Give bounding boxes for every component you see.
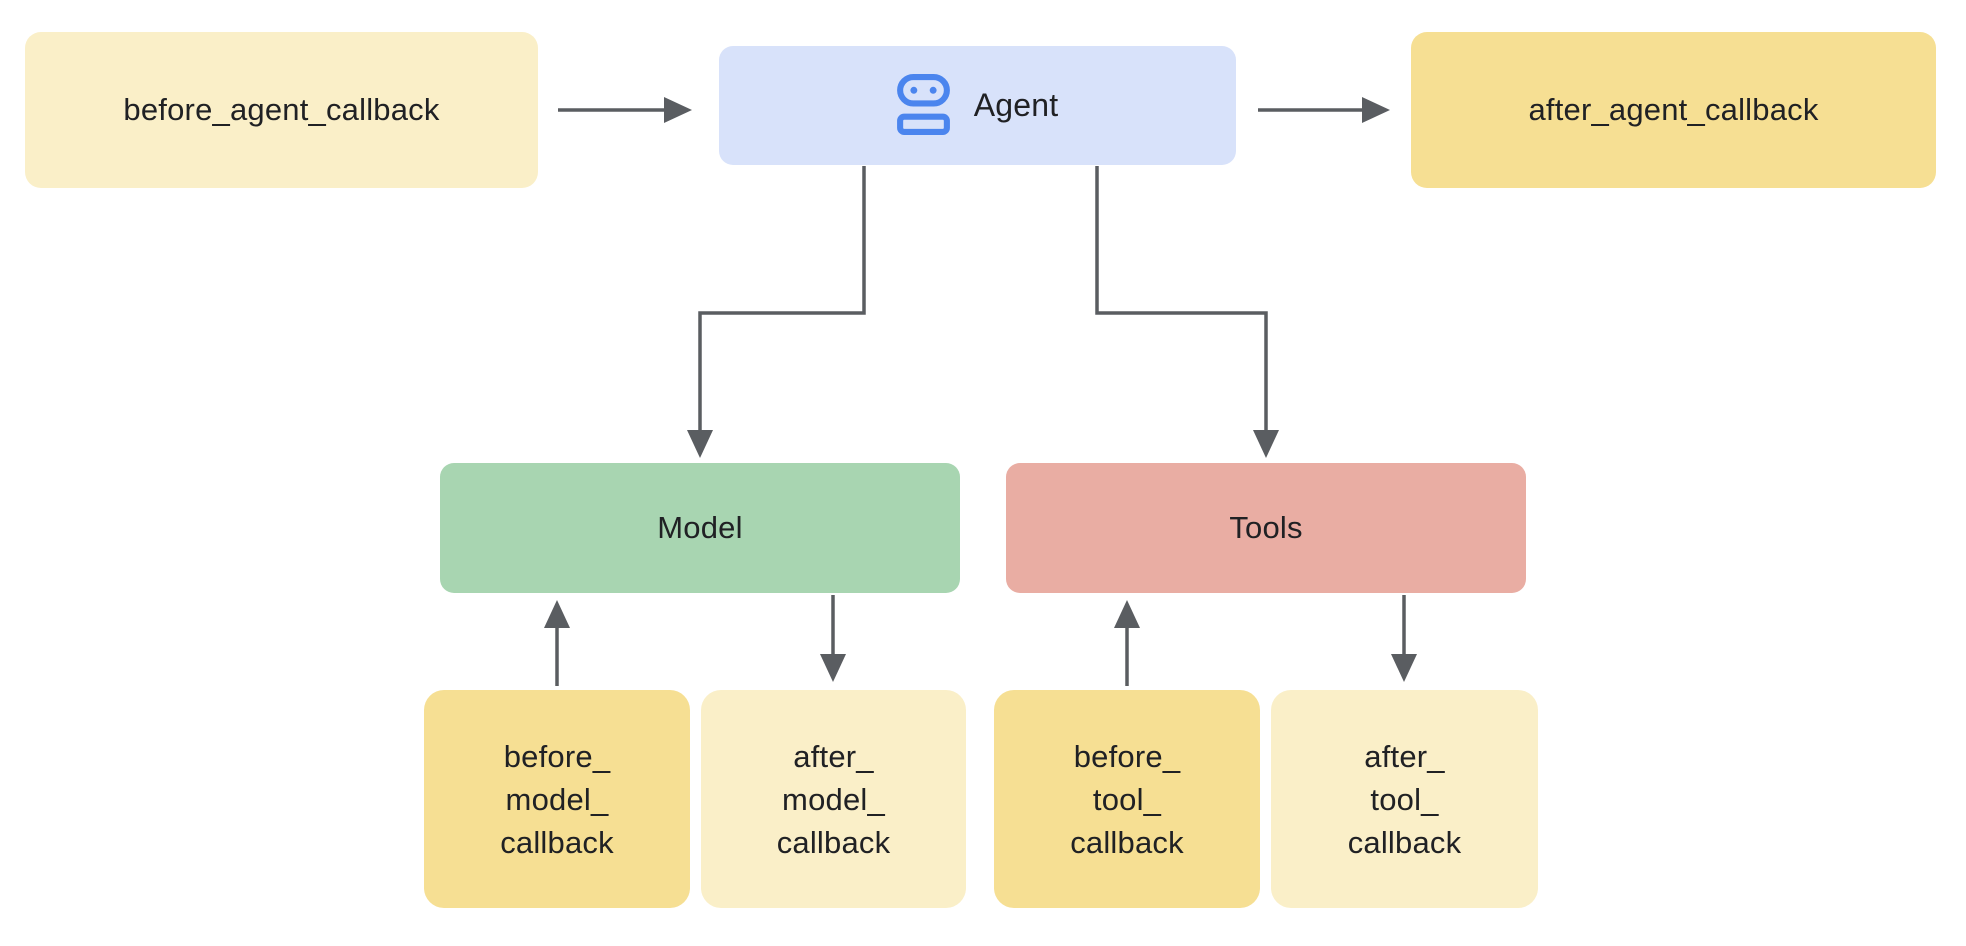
edge-model-to-after-model: [820, 595, 846, 682]
node-after-model-callback: after_ model_ callback: [701, 690, 966, 908]
node-model: Model: [440, 463, 960, 593]
node-tools: Tools: [1006, 463, 1526, 593]
agent-content: Agent: [896, 74, 1059, 137]
node-label: before_ tool_ callback: [1070, 738, 1184, 860]
node-label: Agent: [973, 87, 1059, 123]
node-agent: Agent: [719, 46, 1236, 165]
node-after-tool-callback: after_ tool_ callback: [1271, 690, 1538, 908]
edge-before-agent-to-agent: [558, 97, 692, 123]
node-label: before_ model_ callback: [500, 738, 614, 860]
edge-agent-to-tools: [1095, 166, 1279, 458]
node-label: Model: [657, 510, 743, 545]
node-label: Tools: [1229, 510, 1303, 545]
edge-tools-to-after-tool: [1391, 595, 1417, 682]
node-label: after_ tool_ callback: [1347, 738, 1462, 860]
node-label: before_agent_callback: [123, 92, 440, 127]
edge-agent-to-after-agent: [1258, 97, 1390, 123]
edge-before-model-to-model: [544, 600, 570, 686]
node-before-model-callback: before_ model_ callback: [424, 690, 690, 908]
edge-agent-to-model: [687, 166, 866, 458]
node-after-agent-callback: after_agent_callback: [1411, 32, 1936, 188]
node-before-agent-callback: before_agent_callback: [25, 32, 538, 188]
node-label: after_agent_callback: [1528, 92, 1819, 127]
edge-before-tool-to-tools: [1114, 600, 1140, 686]
node-label: after_ model_ callback: [776, 738, 891, 860]
robot-icon: [896, 74, 950, 135]
node-before-tool-callback: before_ tool_ callback: [994, 690, 1260, 908]
